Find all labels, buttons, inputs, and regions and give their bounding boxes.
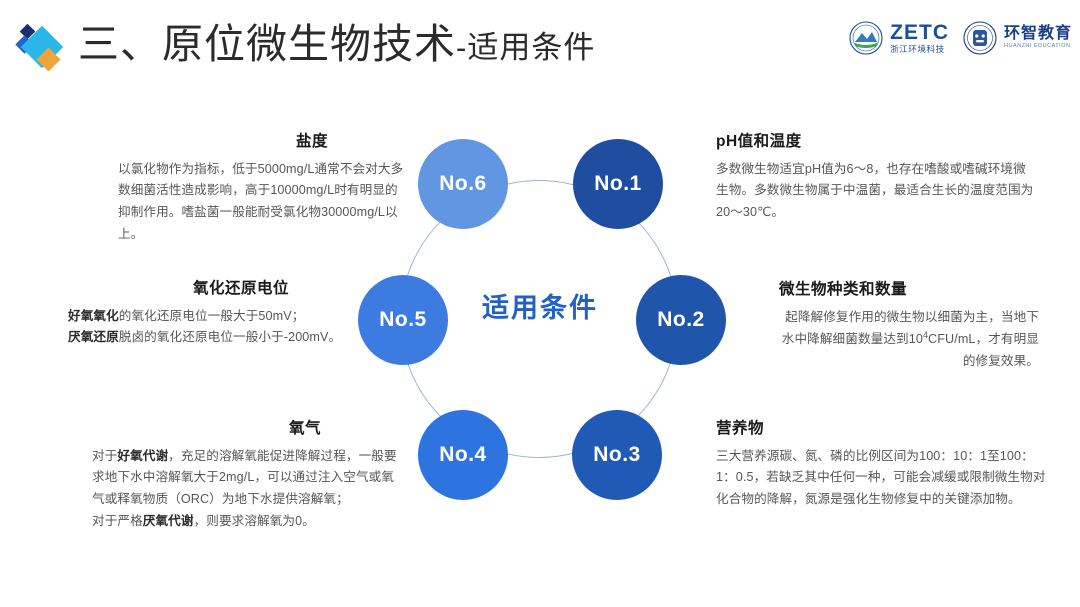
section-redox-line1-rest: 的氧化还原电位一般大于50mV； <box>118 308 305 323</box>
brand-logo-group: ZETC 浙江环境科技 环智教育 HUANZHI EDUCATION <box>849 16 1072 60</box>
section-microbe-types: 微生物种类和数量 起降解修复作用的微生物以细菌为主，当地下水中降解细菌数量达到1… <box>779 281 1039 373</box>
zetc-name-cn: 浙江环境科技 <box>890 44 945 55</box>
section-redox-line2-rest: 脱卤的氧化还原电位一般小于-200mV。 <box>118 330 342 345</box>
section-oxygen-p2c: ，则要求溶解氧为0。 <box>193 513 315 528</box>
section-salinity-title: 盐度 <box>295 133 328 150</box>
section-microbe-types-body: 起降解修复作用的微生物以细菌为主，当地下水中降解细菌数量达到104CFU/mL，… <box>779 307 1039 373</box>
wheel-bubble-no4-label: No.4 <box>439 443 487 466</box>
page-title-main: 三、原位微生物技术 <box>78 21 456 67</box>
section-ph-temperature: pH值和温度 多数微生物适宜pH值为6～8，也存在嗜酸或嗜碱环境微生物。多数微生… <box>716 133 1036 224</box>
section-nutrients-body: 三大营养源碳、氮、磷的比例区间为100：10：1至100：1：0.5，若缺乏其中… <box>716 448 1046 506</box>
section-redox-line1-bold: 好氧氧化 <box>68 308 119 323</box>
wheel-bubble-no6-label: No.6 <box>439 172 487 195</box>
section-redox-line2-bold: 厌氧还原 <box>68 330 119 345</box>
section-redox-title: 氧化还原电位 <box>192 280 289 297</box>
section-oxygen-p2b: 厌氧代谢 <box>142 513 194 528</box>
applicability-wheel: 适用条件 No.1 No.2 No.3 No.4 No.5 No.6 <box>358 139 726 500</box>
section-oxygen-p1a: 对于 <box>92 448 118 463</box>
section-redox-body: 好氧氧化的氧化还原电位一般大于50mV； 厌氧还原脱卤的氧化还原电位一般小于-20… <box>68 306 360 349</box>
zetc-name-en: ZETC <box>890 21 949 45</box>
wheel-center-label: 适用条件 <box>482 293 598 323</box>
page-title: 三、原位微生物技术-适用条件 <box>78 14 595 78</box>
section-microbe-types-title: 微生物种类和数量 <box>779 281 908 298</box>
brand-huanzhi: 环智教育 HUANZHI EDUCATION <box>963 21 1072 55</box>
wheel-bubble-no1-label: No.1 <box>594 172 642 195</box>
huanzhi-seal-icon <box>963 21 997 55</box>
section-microbe-body-a: 起降解修复作用的微生物以细菌为主，当地下水中降解细菌数量达到10 <box>781 309 1039 347</box>
wheel-bubble-no2[interactable]: No.2 <box>636 275 726 365</box>
zetc-wordmark: ZETC 浙江环境科技 <box>890 22 949 54</box>
section-oxygen-p1c: ，充足的溶解氧能促进降解过程，一般要求地下水中溶解氧大于2mg/L，可以通过注入… <box>92 448 397 506</box>
section-ph-temperature-body: 多数微生物适宜pH值为6～8，也存在嗜酸或嗜碱环境微生物。多数微生物属于中温菌，… <box>716 161 1034 219</box>
huanzhi-name-cn: 环智教育 <box>1003 25 1072 43</box>
huanzhi-name-en: HUANZHI EDUCATION <box>1003 43 1071 50</box>
diamond-logo-icon <box>12 18 70 76</box>
wheel-bubble-no4[interactable]: No.4 <box>418 410 508 500</box>
section-oxygen-p2a: 对于严格 <box>92 513 143 528</box>
section-oxygen-body: 对于好氧代谢，充足的溶解氧能促进降解过程，一般要求地下水中溶解氧大于2mg/L，… <box>92 446 402 533</box>
page-title-sub: -适用条件 <box>456 30 596 65</box>
wheel-bubble-no1[interactable]: No.1 <box>573 139 663 229</box>
wheel-bubble-no3[interactable]: No.3 <box>572 410 662 500</box>
section-oxygen-p1b: 好氧代谢 <box>117 448 169 463</box>
huanzhi-wordmark: 环智教育 HUANZHI EDUCATION <box>1004 26 1072 50</box>
section-nutrients: 营养物 三大营养源碳、氮、磷的比例区间为100：10：1至100：1：0.5，若… <box>716 420 1046 511</box>
wheel-bubble-no2-label: No.2 <box>657 308 705 331</box>
section-microbe-exponent: 4 <box>922 330 929 341</box>
zetc-seal-icon <box>849 21 883 55</box>
section-microbe-body-b: CFU/mL，才有明显的修复效果。 <box>928 332 1039 369</box>
wheel-bubble-no5-label: No.5 <box>379 308 427 331</box>
section-nutrients-title: 营养物 <box>716 420 765 437</box>
section-oxygen-title: 氧气 <box>288 420 321 437</box>
section-oxygen: 氧气 对于好氧代谢，充足的溶解氧能促进降解过程，一般要求地下水中溶解氧大于2mg… <box>92 420 402 532</box>
slide-header: 三、原位微生物技术-适用条件 ZETC 浙江环境科技 <box>0 0 1080 86</box>
brand-zetc: ZETC 浙江环境科技 <box>849 21 949 55</box>
wheel-bubble-no3-label: No.3 <box>593 443 641 466</box>
section-ph-temperature-title: pH值和温度 <box>716 133 802 150</box>
section-salinity: 盐度 以氯化物作为指标，低于5000mg/L通常不会对大多数细菌活性造成影响，高… <box>118 133 410 245</box>
section-redox: 氧化还原电位 好氧氧化的氧化还原电位一般大于50mV； 厌氧还原脱卤的氧化还原电位… <box>68 280 360 349</box>
wheel-bubble-no6[interactable]: No.6 <box>418 139 508 229</box>
section-salinity-body: 以氯化物作为指标，低于5000mg/L通常不会对大多数细菌活性造成影响，高于10… <box>118 161 404 241</box>
wheel-bubble-no5[interactable]: No.5 <box>358 275 448 365</box>
